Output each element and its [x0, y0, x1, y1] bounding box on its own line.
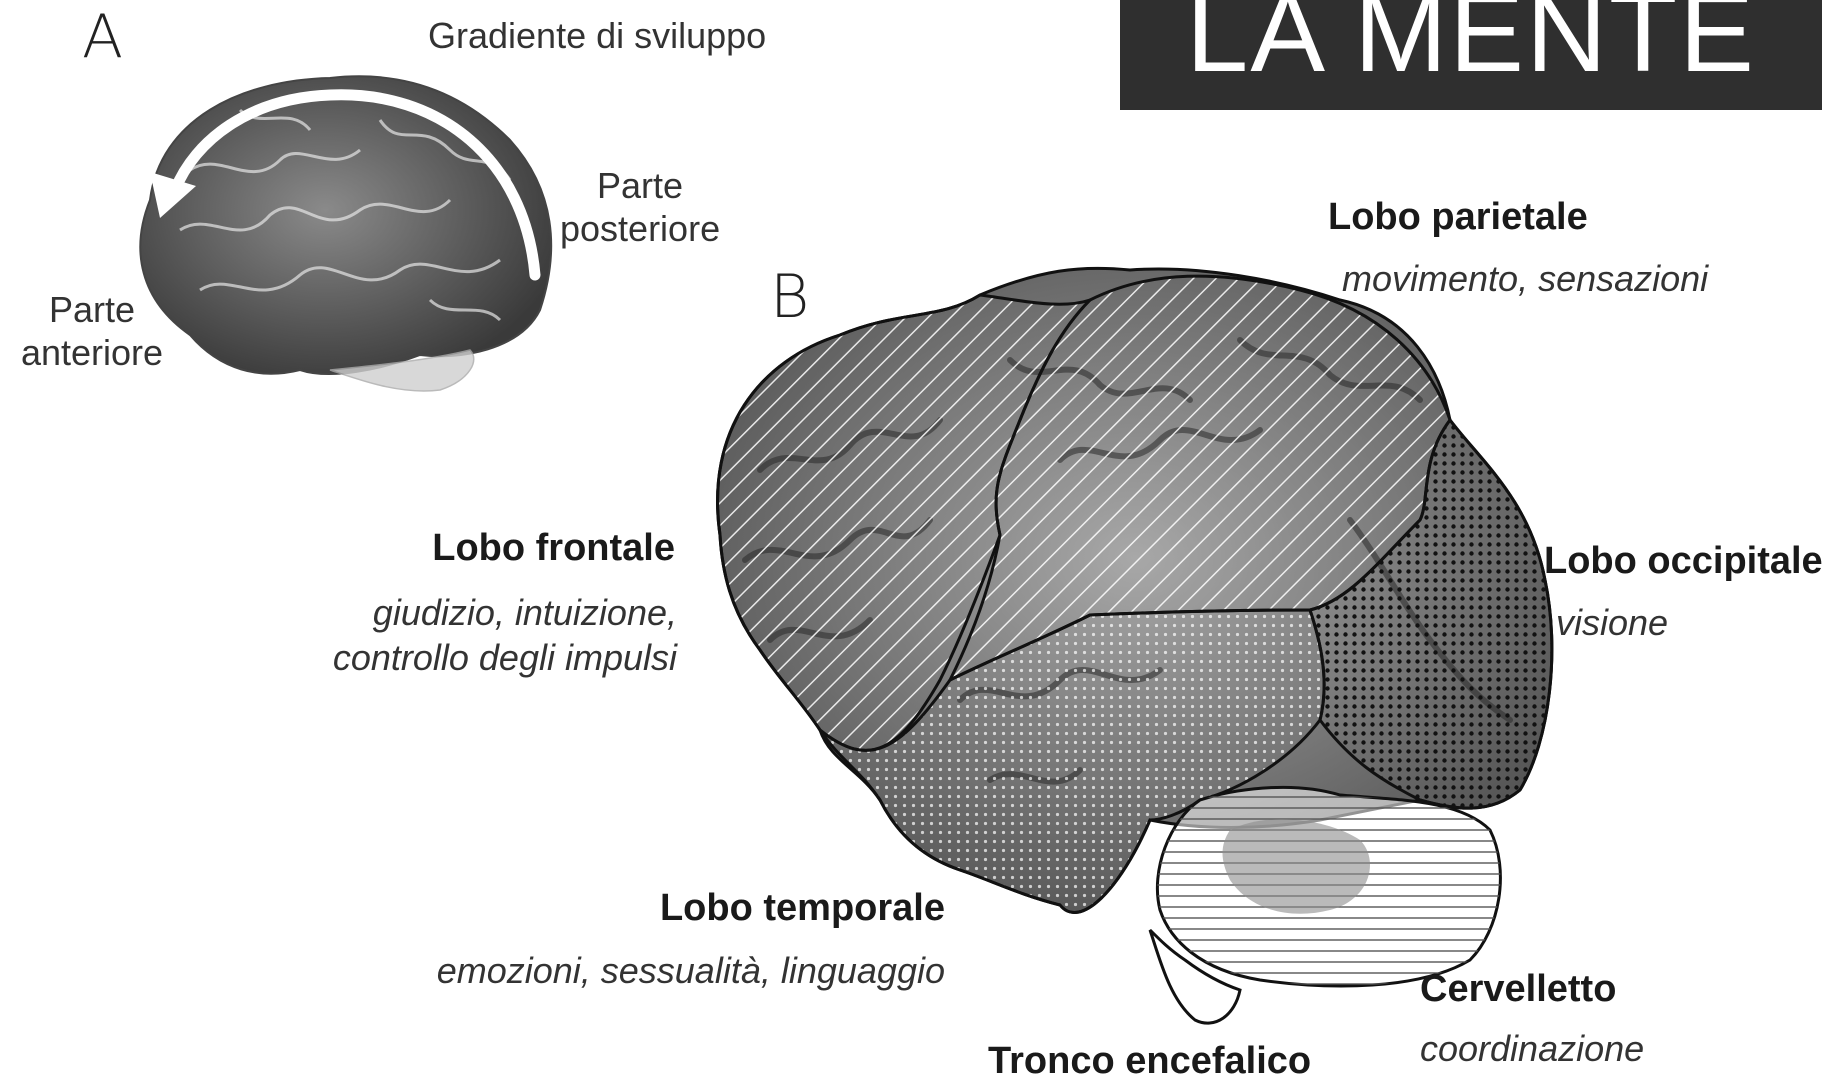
frontal-function-line-2: controllo degli impulsi: [250, 635, 677, 680]
brainstem-name: Tronco encefalico: [988, 1040, 1311, 1083]
back-label-line-2: posteriore: [560, 207, 720, 250]
panel-a-brain: [140, 76, 551, 391]
front-label: Parte anteriore: [12, 288, 172, 374]
panel-b-letter: B: [770, 262, 809, 332]
front-label-line-1: Parte: [12, 288, 172, 331]
frontal-name: Lobo frontale: [340, 527, 675, 570]
cerebellum-function: coordinazione: [1420, 1026, 1644, 1071]
occipital-function: visione: [1556, 600, 1668, 645]
temporal-name: Lobo temporale: [560, 887, 945, 930]
temporal-function: emozioni, sessualità, linguaggio: [400, 948, 945, 993]
parietal-name: Lobo parietale: [1328, 196, 1588, 239]
back-label-line-1: Parte: [560, 164, 720, 207]
occipital-name: Lobo occipitale: [1544, 540, 1823, 583]
panel-a-letter: A: [82, 2, 123, 72]
frontal-function: giudizio, intuizione, controllo degli im…: [250, 590, 677, 680]
panel-a-title: Gradiente di sviluppo: [428, 14, 766, 57]
parietal-function: movimento, sensazioni: [1342, 256, 1708, 301]
back-label: Parte posteriore: [560, 164, 720, 250]
front-label-line-2: anteriore: [12, 331, 172, 374]
frontal-function-line-1: giudizio, intuizione,: [250, 590, 677, 635]
cerebellum-name: Cervelletto: [1420, 968, 1616, 1011]
